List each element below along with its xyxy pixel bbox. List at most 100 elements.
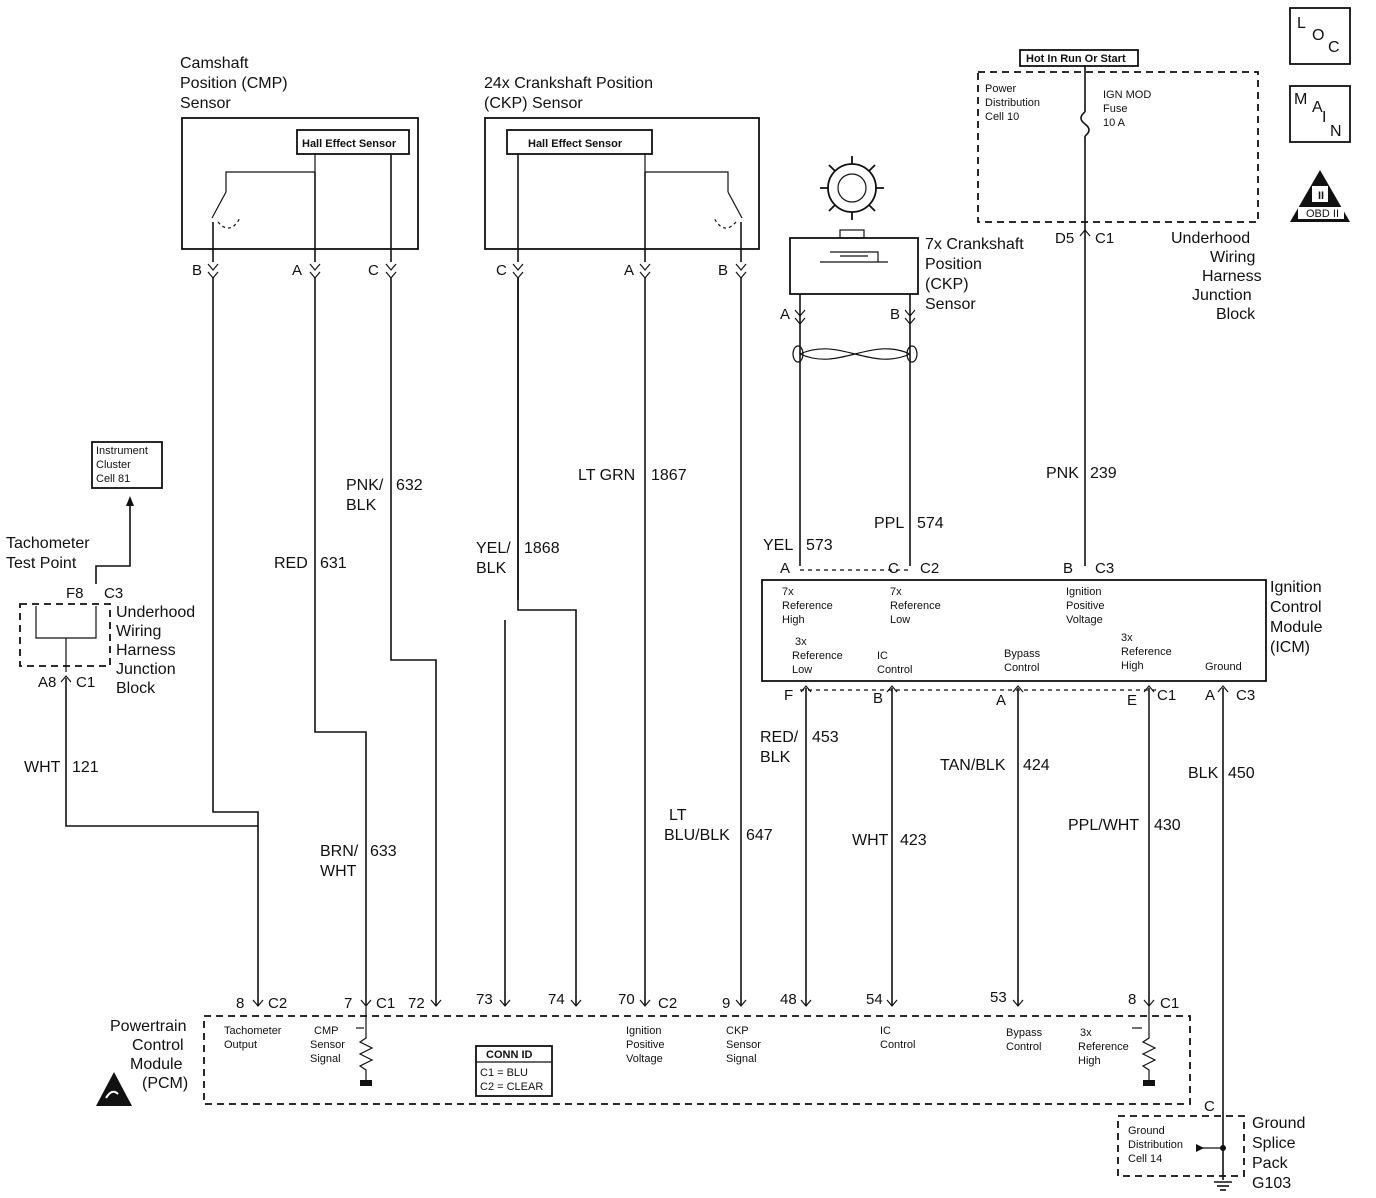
svg-text:CONN ID: CONN ID	[486, 1049, 533, 1061]
svg-text:Voltage: Voltage	[626, 1053, 663, 1065]
svg-text:Control: Control	[1006, 1041, 1041, 1053]
svg-text:WHT: WHT	[320, 863, 357, 880]
svg-text:Module: Module	[130, 1056, 183, 1073]
svg-text:I: I	[1322, 109, 1326, 126]
svg-text:C1: C1	[376, 995, 395, 1012]
svg-text:C2: C2	[920, 560, 939, 577]
esd-warning-icon	[96, 1072, 132, 1106]
ckp24-pin-a: A	[624, 262, 634, 279]
svg-text:430: 430	[1154, 817, 1181, 834]
svg-text:High: High	[782, 614, 805, 626]
ckp7-pin-b: B	[890, 306, 900, 323]
ground-splice-box	[1117, 1115, 1245, 1177]
svg-text:Output: Output	[224, 1039, 257, 1051]
cmp-pin-a: A	[292, 262, 302, 279]
svg-text:121: 121	[72, 759, 99, 776]
reluctor-wheel-icon	[820, 156, 884, 220]
svg-text:Distribution: Distribution	[985, 97, 1040, 109]
hot-in-run-label: Hot In Run Or Start	[1026, 53, 1126, 65]
svg-text:Harness: Harness	[1202, 268, 1262, 285]
svg-text:574: 574	[917, 515, 944, 532]
svg-text:1867: 1867	[651, 467, 687, 484]
svg-text:Wiring: Wiring	[116, 623, 161, 640]
junction-block-box	[977, 71, 1259, 223]
svg-text:BLU/BLK: BLU/BLK	[664, 827, 730, 844]
svg-text:Sensor: Sensor	[726, 1039, 761, 1051]
svg-text:Bypass: Bypass	[1004, 648, 1041, 660]
svg-text:C2 = CLEAR: C2 = CLEAR	[480, 1081, 543, 1093]
svg-text:(PCM): (PCM)	[142, 1075, 188, 1092]
svg-text:Signal: Signal	[726, 1053, 757, 1065]
svg-text:Reference: Reference	[792, 650, 843, 662]
wire-pnk-blk: PNK/	[346, 477, 384, 494]
cmp-title-2: Position (CMP)	[180, 75, 288, 92]
loc-icon[interactable]: L O C	[1289, 7, 1351, 65]
svg-text:9: 9	[722, 995, 730, 1012]
svg-text:632: 632	[396, 477, 423, 494]
svg-text:C1 = BLU: C1 = BLU	[480, 1067, 528, 1079]
svg-text:Position: Position	[925, 256, 982, 273]
svg-text:10 A: 10 A	[1103, 117, 1126, 129]
svg-text:Cell 81: Cell 81	[96, 473, 130, 485]
svg-text:Cell 14: Cell 14	[1128, 1153, 1162, 1165]
svg-text:(CKP): (CKP)	[925, 276, 969, 293]
wire-yel-blk: YEL/	[476, 540, 511, 557]
svg-text:Low: Low	[890, 614, 910, 626]
svg-text:Ground: Ground	[1205, 661, 1242, 673]
svg-text:7x: 7x	[890, 586, 902, 598]
svg-text:A: A	[1312, 99, 1323, 116]
svg-text:Block: Block	[116, 680, 156, 697]
svg-text:(ICM): (ICM)	[1270, 639, 1310, 656]
conn-id-box	[475, 1045, 553, 1097]
svg-text:Reference: Reference	[1121, 646, 1172, 658]
svg-text:CKP: CKP	[726, 1025, 749, 1037]
svg-text:Instrument: Instrument	[96, 445, 148, 457]
svg-text:O: O	[1312, 27, 1324, 44]
svg-text:Power: Power	[985, 83, 1017, 95]
svg-text:C3: C3	[104, 585, 123, 602]
svg-text:Cluster: Cluster	[96, 459, 131, 471]
ckp24-title-2: (CKP) Sensor	[484, 95, 583, 112]
ckp24-pin-c: C	[496, 262, 507, 279]
junction-label: Underhood	[1171, 230, 1250, 247]
svg-text:A: A	[996, 692, 1006, 709]
svg-text:53: 53	[990, 989, 1007, 1006]
svg-text:Tachometer: Tachometer	[224, 1025, 282, 1037]
svg-text:Signal: Signal	[310, 1053, 341, 1065]
ckp7-pin-a: A	[780, 306, 790, 323]
svg-text:BLK: BLK	[476, 560, 507, 577]
svg-text:Reference: Reference	[890, 600, 941, 612]
svg-text:II: II	[1318, 190, 1324, 202]
svg-text:48: 48	[780, 991, 797, 1008]
tach-title: Tachometer	[6, 535, 90, 552]
svg-text:Positive: Positive	[626, 1039, 665, 1051]
cmp-title-3: Sensor	[180, 95, 231, 112]
svg-text:3x: 3x	[1080, 1027, 1092, 1039]
wire-pnk: PNK	[1046, 465, 1079, 482]
wire-blk: BLK	[1188, 765, 1219, 782]
wire-red: RED	[274, 555, 308, 572]
main-icon[interactable]: M A I N	[1289, 85, 1351, 143]
svg-text:C1: C1	[76, 674, 95, 691]
ckp24-title-1: 24x Crankshaft Position	[484, 75, 653, 92]
fuse-icon	[1080, 111, 1090, 137]
cmp-title-1: Camshaft	[180, 55, 249, 72]
svg-text:Test Point: Test Point	[6, 555, 77, 572]
wire-ppl-wht: PPL/WHT	[1068, 817, 1139, 834]
svg-text:647: 647	[746, 827, 773, 844]
ckp7-sensor-box	[789, 237, 919, 295]
svg-text:7: 7	[344, 995, 352, 1012]
svg-text:Ignition: Ignition	[1066, 586, 1101, 598]
svg-text:C: C	[1328, 39, 1340, 56]
instrument-cluster-box	[91, 441, 163, 489]
obd-icon[interactable]: II OBD II	[1290, 170, 1350, 222]
svg-text:Splice: Splice	[1252, 1135, 1296, 1152]
svg-text:Reference: Reference	[782, 600, 833, 612]
svg-text:424: 424	[1023, 757, 1050, 774]
svg-text:Junction: Junction	[1192, 287, 1252, 304]
svg-text:F8: F8	[66, 585, 84, 602]
svg-text:Cell 10: Cell 10	[985, 111, 1019, 123]
svg-text:453: 453	[812, 729, 839, 746]
svg-text:Harness: Harness	[116, 642, 176, 659]
